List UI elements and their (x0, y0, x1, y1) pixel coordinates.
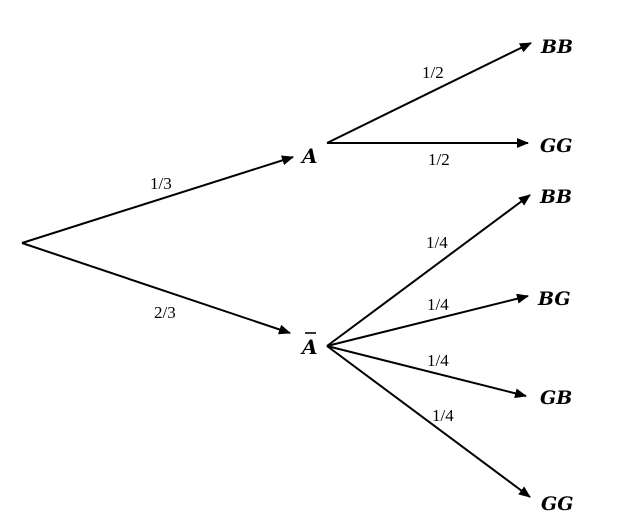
prob-Abar-to-GB: 1/4 (427, 351, 449, 370)
prob-A-to-GG: 1/2 (428, 150, 450, 169)
leaf-Abar-BG: BG (537, 288, 571, 310)
leaf-A-BB: BB (540, 36, 573, 58)
edge-Abar-to-BB (326, 194, 531, 347)
prob-Abar-to-BG: 1/4 (427, 295, 449, 314)
edge-root-to-Abar (21, 242, 291, 335)
node-A-label: A (300, 144, 318, 168)
leaf-Abar-GG: GG (541, 493, 573, 515)
edge-Abar-to-GG (326, 345, 531, 498)
leaf-Abar-GB: GB (540, 387, 572, 409)
node-A-bar-label: A (300, 335, 318, 359)
edge-root-to-A (21, 155, 294, 244)
node-A-bar: A (300, 332, 318, 359)
edge-A-to-BB (326, 42, 532, 144)
prob-root-to-A: 1/3 (150, 174, 172, 193)
leaf-Abar-BB: BB (539, 186, 572, 208)
prob-Abar-to-BB: 1/4 (426, 233, 448, 252)
leaf-A-GG: GG (540, 135, 572, 157)
prob-root-to-Abar: 2/3 (154, 303, 176, 322)
edge-Abar-to-BG (326, 293, 529, 347)
prob-A-to-BB: 1/2 (422, 63, 444, 82)
edge-Abar-to-GB (326, 345, 527, 399)
prob-Abar-to-GG: 1/4 (432, 406, 454, 425)
